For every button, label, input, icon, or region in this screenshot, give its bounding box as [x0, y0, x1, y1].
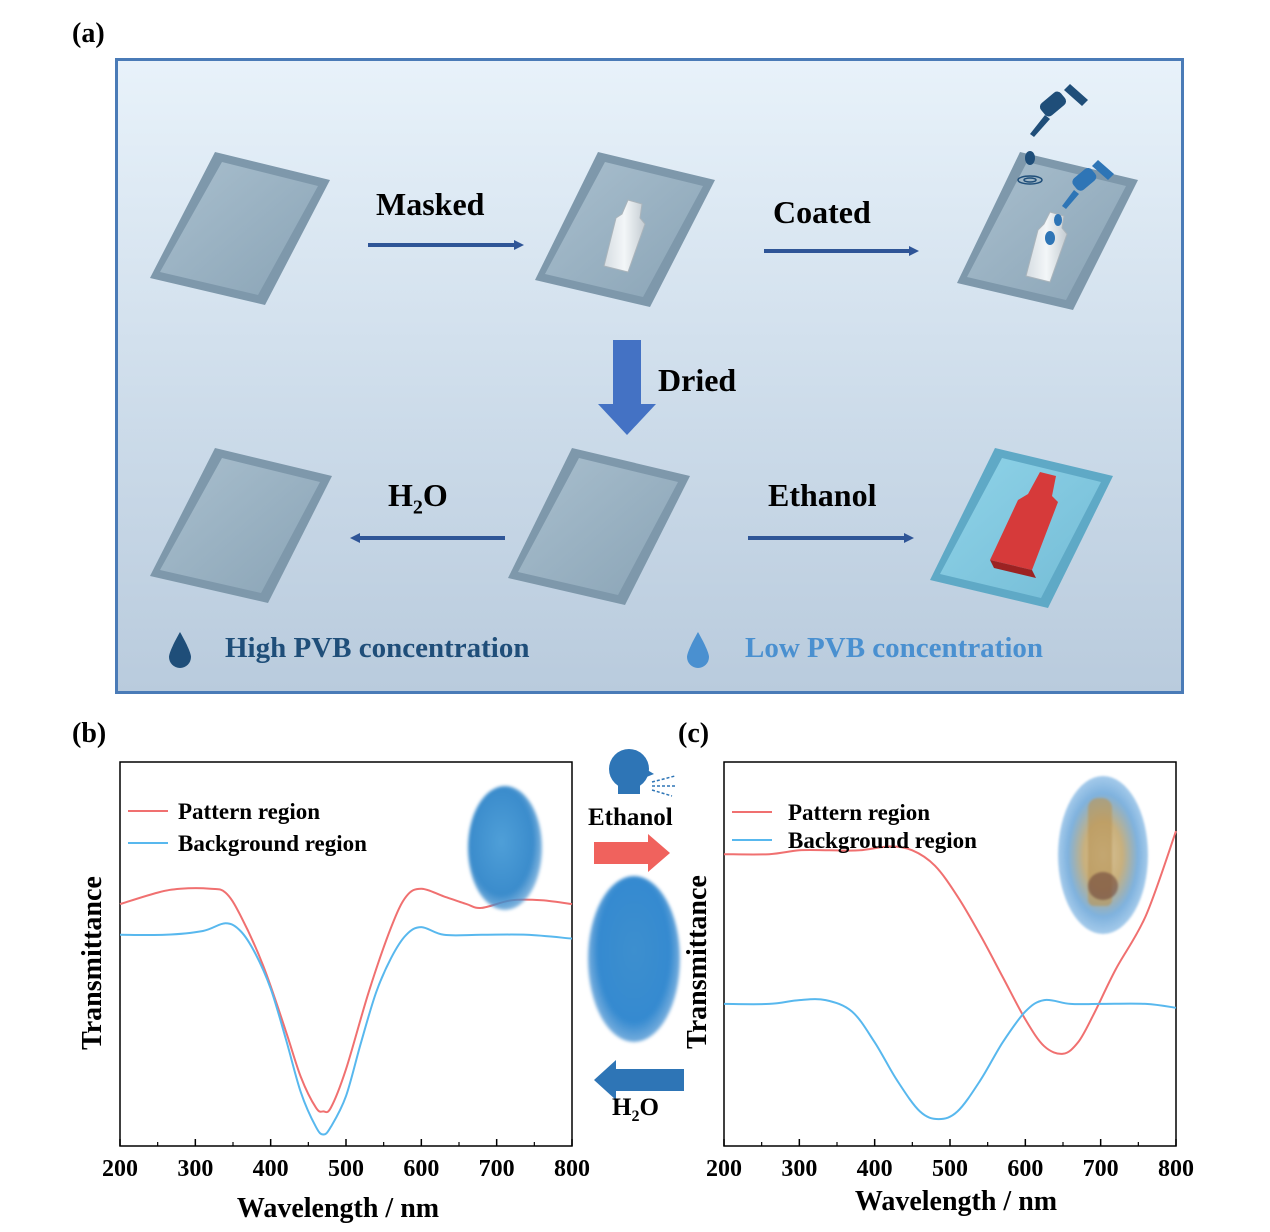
plate-ethanol-result [930, 448, 1113, 608]
x-tick-label: 400 [253, 1156, 289, 1182]
series-line-pattern [119, 887, 573, 1114]
low-concentration-drop-icon [687, 632, 709, 668]
plate-blank [150, 152, 330, 305]
step-coated-label: Coated [773, 194, 871, 230]
chart-c-legend-background: Background region [788, 828, 977, 853]
sample-photo-blue-large [588, 876, 680, 1042]
switch-graphics [594, 749, 684, 1100]
switch-water-label: H2O [612, 1094, 659, 1126]
x-tick-label: 700 [1083, 1156, 1119, 1182]
x-tick-label: 200 [102, 1156, 138, 1182]
switch-water-sub: 2 [631, 1108, 640, 1125]
series-line-background [723, 998, 1177, 1121]
x-tick-label: 300 [177, 1156, 213, 1182]
x-tick-label: 400 [857, 1156, 893, 1182]
dropper-high-icon [1017, 84, 1088, 185]
chart-b-lines [119, 887, 573, 1136]
chart-c-lines [723, 830, 1177, 1121]
chart-b: 200 300 400 500 600 700 800 Wavelength / nm Tr… [77, 761, 590, 1224]
arrow-dried [598, 340, 656, 435]
chart-c-ylabel: Transmittance [682, 875, 713, 1049]
switch-ethanol-label: Ethanol [588, 804, 673, 831]
chart-c-ticks: 200 300 400 500 600 700 800 [706, 1139, 1194, 1182]
x-tick-label: 800 [1158, 1156, 1194, 1182]
bottle-mask-icon [603, 199, 646, 273]
panel-label-a: (a) [72, 18, 105, 49]
chart-b-ticks: 200 300 400 500 600 700 800 [102, 1139, 590, 1182]
chart-c: 200 300 400 500 600 700 800 Wavelength / nm Tr… [682, 761, 1194, 1217]
arrow-to-ethanol [594, 834, 670, 872]
water-o: O [422, 477, 448, 513]
water-h: H [388, 477, 413, 513]
plate-dried [508, 448, 690, 605]
plate-coated [957, 84, 1138, 310]
x-tick-label: 300 [781, 1156, 817, 1182]
switch-water-h: H [612, 1094, 632, 1121]
sample-photo-blue-small [468, 786, 542, 910]
chart-b-xlabel: Wavelength / nm [237, 1193, 439, 1224]
chart-b-ylabel: Transmittance [77, 876, 108, 1050]
x-tick-label: 800 [554, 1156, 590, 1182]
chart-b-legend-background: Background region [178, 831, 367, 856]
series-line-pattern [723, 830, 1177, 1055]
step-masked-label: Masked [376, 186, 485, 222]
chart-b-legend-pattern: Pattern region [178, 799, 320, 824]
sample-photo-patterned [1058, 776, 1148, 934]
plate-masked [535, 152, 715, 307]
legend-low-concentration: Low PVB concentration [745, 632, 1044, 664]
panel-label-b: (b) [72, 718, 107, 749]
panel-label-c: (c) [678, 718, 710, 749]
arrow-to-water [594, 1060, 684, 1100]
step-dried-label: Dried [658, 362, 737, 398]
plate-water-result [150, 448, 332, 603]
x-tick-label: 600 [1007, 1156, 1043, 1182]
step-water-label: H2O [388, 477, 448, 519]
high-concentration-drop-icon [169, 632, 191, 668]
spray-head-icon [609, 749, 676, 797]
water-sub: 2 [412, 496, 423, 519]
schematic-graphics [150, 84, 1138, 668]
chart-c-xlabel: Wavelength / nm [855, 1186, 1057, 1217]
chart-c-legend-pattern: Pattern region [788, 800, 930, 825]
dropper-low-icon [1045, 160, 1114, 245]
step-ethanol-label: Ethanol [768, 477, 877, 513]
photo-dark-spot [1088, 872, 1118, 900]
series-line-background [119, 922, 573, 1136]
x-tick-label: 700 [479, 1156, 515, 1182]
x-tick-label: 500 [932, 1156, 968, 1182]
x-tick-label: 500 [328, 1156, 364, 1182]
x-tick-label: 200 [706, 1156, 742, 1182]
legend-high-concentration: High PVB concentration [225, 632, 530, 664]
bottle-pattern-red [990, 472, 1058, 578]
switch-water-o: O [639, 1094, 659, 1121]
x-tick-label: 600 [403, 1156, 439, 1182]
